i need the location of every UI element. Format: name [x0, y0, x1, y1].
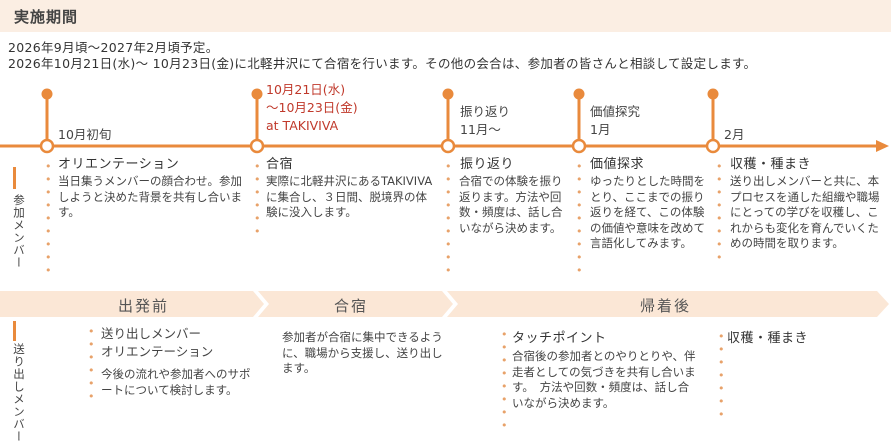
- intro-line-2: 2026年10月21日(水)〜 10月23日(金)に北軽井沢にて合宿を行います。…: [8, 56, 757, 71]
- marker-3-line-2: 11月〜: [460, 122, 501, 137]
- marker-label-3: 振り返り 11月〜: [460, 103, 510, 139]
- participants-col-3-body: 合宿での体験を振り返ります。方法や回数・頻度は、話し合いながら決めます。: [459, 174, 563, 235]
- phase-label-after: 帰着後: [640, 297, 692, 315]
- participants-side-label: 参加メンバー: [12, 194, 26, 269]
- participants-col-4-title: 価値探求: [590, 157, 645, 172]
- senders-col-4-title: 収穫・種まき: [727, 331, 809, 346]
- senders-col-3-title: タッチポイント: [512, 331, 607, 346]
- senders-col-1-title-line-2: オリエンテーション: [101, 344, 214, 359]
- phase-label-before: 出発前: [118, 297, 170, 315]
- intro-line-1: 2026年9月頃〜2027年2月頃予定。: [8, 40, 219, 55]
- marker-2-line-3: at TAKIVIVA: [266, 118, 339, 133]
- marker-label-5: 2月: [724, 127, 745, 142]
- marker-label-2: 10月21日(水) 〜10月23日(金) at TAKIVIVA: [266, 81, 358, 135]
- participants-col-5-dots: ••••••••: [716, 160, 723, 264]
- section-header: [0, 0, 891, 32]
- marker-2-line-1: 10月21日(水): [266, 82, 346, 97]
- phase-label-camp: 合宿: [334, 297, 369, 315]
- section-title: 実施期間: [14, 8, 79, 26]
- senders-col-1-title-line-1: 送り出しメンバー: [101, 326, 202, 341]
- phase-chevron-3: [447, 291, 889, 317]
- participants-col-3-title: 振り返り: [460, 157, 515, 172]
- participants-col-2-dots: ••••••: [254, 160, 261, 238]
- participants-col-1-dots: •••••••••: [45, 160, 52, 277]
- marker-label-1: 10月初旬: [58, 127, 112, 142]
- marker-2-line-2: 〜10月23日(金): [266, 100, 358, 115]
- senders-col-3-body: 合宿後の参加者とのやりとりや、伴走者としての気づきを共有し合います。 方法や回数…: [512, 349, 696, 410]
- phase-bar: [0, 291, 889, 317]
- timeline-pin-3: [440, 88, 456, 154]
- phase-chevron-1: [0, 291, 264, 317]
- participants-col-1-body: 当日集うメンバーの顔合わせ。参加しようと決めた背景を共有し合います。: [58, 174, 242, 219]
- marker-3-line-1: 振り返り: [460, 104, 511, 119]
- senders-col-3-dots: ••••••••: [501, 328, 508, 432]
- senders-side-label: 送り出しメンバー: [12, 343, 26, 443]
- senders-side-accent: [13, 321, 16, 341]
- senders-col-1-body: 今後の流れや参加者へのサポートについて検討します。: [101, 367, 251, 397]
- timeline-pin-5: [705, 88, 721, 154]
- timeline-pin-2: [249, 88, 265, 154]
- timeline-pin-1: [39, 88, 55, 154]
- participants-col-2-title: 合宿: [266, 157, 294, 172]
- participants-col-2-body: 実際に北軽井沢にあるTAKIVIVAに集合し、３日間、脱境界の体験に没入します。: [266, 174, 433, 219]
- timeline-pin-4: [571, 88, 587, 154]
- senders-col-4-dots: •••••••: [718, 330, 725, 421]
- senders-col-2-body: 参加者が合宿に集中できるように、職場から支援し、送り出します。: [282, 330, 443, 375]
- timeline-arrowhead: [876, 140, 889, 152]
- marker-label-4: 価値探究 1月: [590, 103, 640, 139]
- participants-col-5-title: 収穫・種まき: [730, 157, 812, 172]
- senders-col-1-title: 送り出しメンバー オリエンテーション: [101, 325, 213, 361]
- participants-col-4-body: ゆったりとした時間をとり、ここまでの振り返りを経て、この体験の価値や意味を改めて…: [590, 174, 705, 250]
- participants-side-accent: [13, 167, 16, 189]
- senders-col-1-dots: ••••••: [88, 325, 95, 403]
- participants-col-4-dots: •••••••••: [576, 160, 583, 277]
- phase-chevron-2: [258, 291, 453, 317]
- participants-col-3-dots: •••••••••: [445, 160, 452, 277]
- participants-col-1-title: オリエンテーション: [58, 157, 180, 172]
- marker-4-line-1: 価値探究: [590, 104, 641, 119]
- participants-col-5-body: 送り出しメンバーと共に、本プロセスを通した組織や職場にとっての学びを収穫し、これ…: [730, 174, 880, 250]
- marker-4-line-2: 1月: [590, 122, 611, 137]
